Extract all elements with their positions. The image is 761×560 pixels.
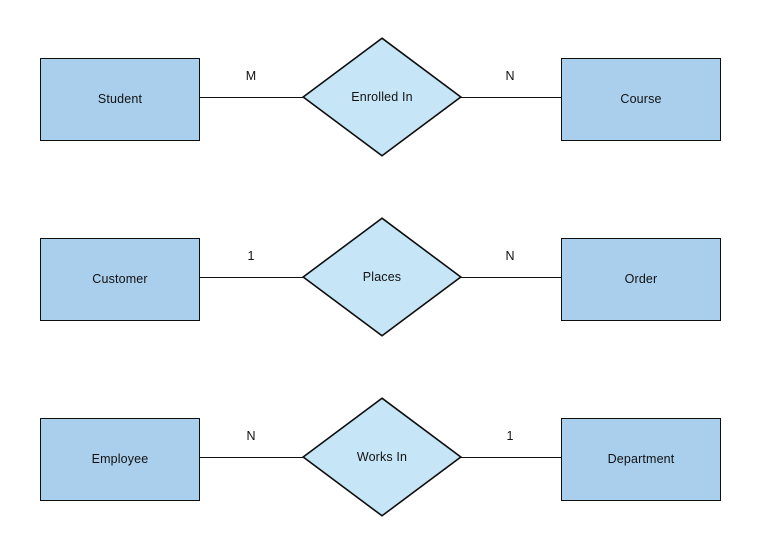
- entity-customer[interactable]: Customer: [40, 238, 200, 321]
- cardinality-label-left: M: [245, 69, 257, 83]
- relationship-places[interactable]: Places: [302, 217, 462, 337]
- er-relationship-row: Employee N Works In 1 Department: [0, 370, 761, 550]
- cardinality-label-right: N: [505, 249, 515, 263]
- cardinality-label-right: 1: [506, 429, 514, 443]
- connector-line-right: [461, 457, 562, 458]
- entity-student[interactable]: Student: [40, 58, 200, 141]
- entity-label: Employee: [91, 452, 149, 467]
- cardinality-label-left: N: [246, 429, 256, 443]
- entity-label: Department: [607, 452, 675, 467]
- cardinality-label-right: N: [505, 69, 515, 83]
- er-relationship-row: Customer 1 Places N Order: [0, 190, 761, 370]
- entity-employee[interactable]: Employee: [40, 418, 200, 501]
- connector-line-left: [200, 97, 303, 98]
- entity-order[interactable]: Order: [561, 238, 721, 321]
- entity-label: Student: [97, 92, 143, 107]
- entity-department[interactable]: Department: [561, 418, 721, 501]
- connector-line-right: [461, 97, 562, 98]
- relationship-works-in[interactable]: Works In: [302, 397, 462, 517]
- connector-line-left: [200, 277, 303, 278]
- entity-label: Order: [624, 272, 658, 287]
- cardinality-label-left: 1: [247, 249, 255, 263]
- entity-label: Customer: [92, 272, 148, 287]
- er-relationship-row: Student M Enrolled In N Course: [0, 10, 761, 190]
- relationship-enrolled-in[interactable]: Enrolled In: [302, 37, 462, 157]
- connector-line-right: [461, 277, 562, 278]
- entity-course[interactable]: Course: [561, 58, 721, 141]
- diamond-shape-icon: [302, 397, 462, 517]
- entity-label: Course: [620, 92, 662, 107]
- diamond-shape-icon: [302, 37, 462, 157]
- diamond-shape-icon: [302, 217, 462, 337]
- connector-line-left: [200, 457, 303, 458]
